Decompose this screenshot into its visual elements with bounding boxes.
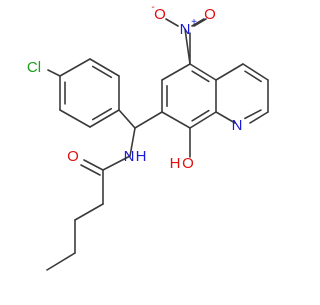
bond-line: [161, 111, 191, 129]
bond-line: [161, 63, 191, 81]
bond-line: [89, 58, 120, 77]
bond-line: [46, 252, 76, 271]
amide-o-label: O: [67, 148, 79, 165]
bond-line: [215, 63, 244, 81]
bond-n-to-o-right: [191, 18, 205, 27]
bond-line: [129, 127, 136, 157]
hydroxyl-h-label: H: [170, 155, 181, 172]
bond-line: [189, 111, 217, 129]
bond-line: [59, 109, 91, 128]
chlorine-label: Cl: [27, 59, 41, 76]
bond-line: [189, 63, 217, 81]
quinoline-n-label: N: [232, 117, 243, 134]
bond-line: [89, 109, 120, 128]
nitro-n-label: N: [180, 21, 191, 38]
nitro-o-left-label: O: [154, 6, 166, 23]
bond-line: [134, 111, 163, 129]
carbonyl-double: [80, 164, 101, 176]
bond-line: [59, 58, 91, 77]
double-bond-inner: [91, 107, 113, 121]
amide-n-label: N: [124, 148, 135, 165]
double-bond-inner: [191, 70, 210, 83]
bond-line: [74, 203, 104, 221]
double-bond-inner: [244, 109, 262, 120]
hydroxyl-o-label: O: [182, 155, 194, 172]
bond-line: [102, 155, 131, 171]
bond-line: [118, 109, 136, 129]
bond-n-o-double: [193, 18, 207, 27]
carbonyl-bond: [83, 159, 104, 171]
bond-to-cl: [47, 69, 61, 77]
double-bond-inner: [191, 109, 210, 122]
double-bond-inner: [244, 70, 262, 83]
bond-n-to-ring: [215, 111, 236, 124]
nitro-minus-label: -: [151, 2, 154, 13]
bond-line: [242, 63, 269, 81]
amide-h-label: H: [136, 148, 147, 165]
structure-svg: Cl N + O - O N H O O N H: [27, 2, 269, 271]
molecule-diagram: Cl N + O - O N H O O N H: [27, 2, 269, 271]
nitro-o-right-label: O: [204, 6, 216, 23]
bond-to-quinoline-n: [249, 111, 269, 124]
bond-line: [184, 28, 191, 65]
atom-labels: Cl N + O - O N H O O N H: [27, 2, 243, 172]
bonds: [46, 18, 269, 271]
bond-n-to-o-left: [165, 18, 179, 27]
double-bond-inner: [91, 65, 113, 79]
nitro-plus-label: +: [191, 17, 197, 28]
